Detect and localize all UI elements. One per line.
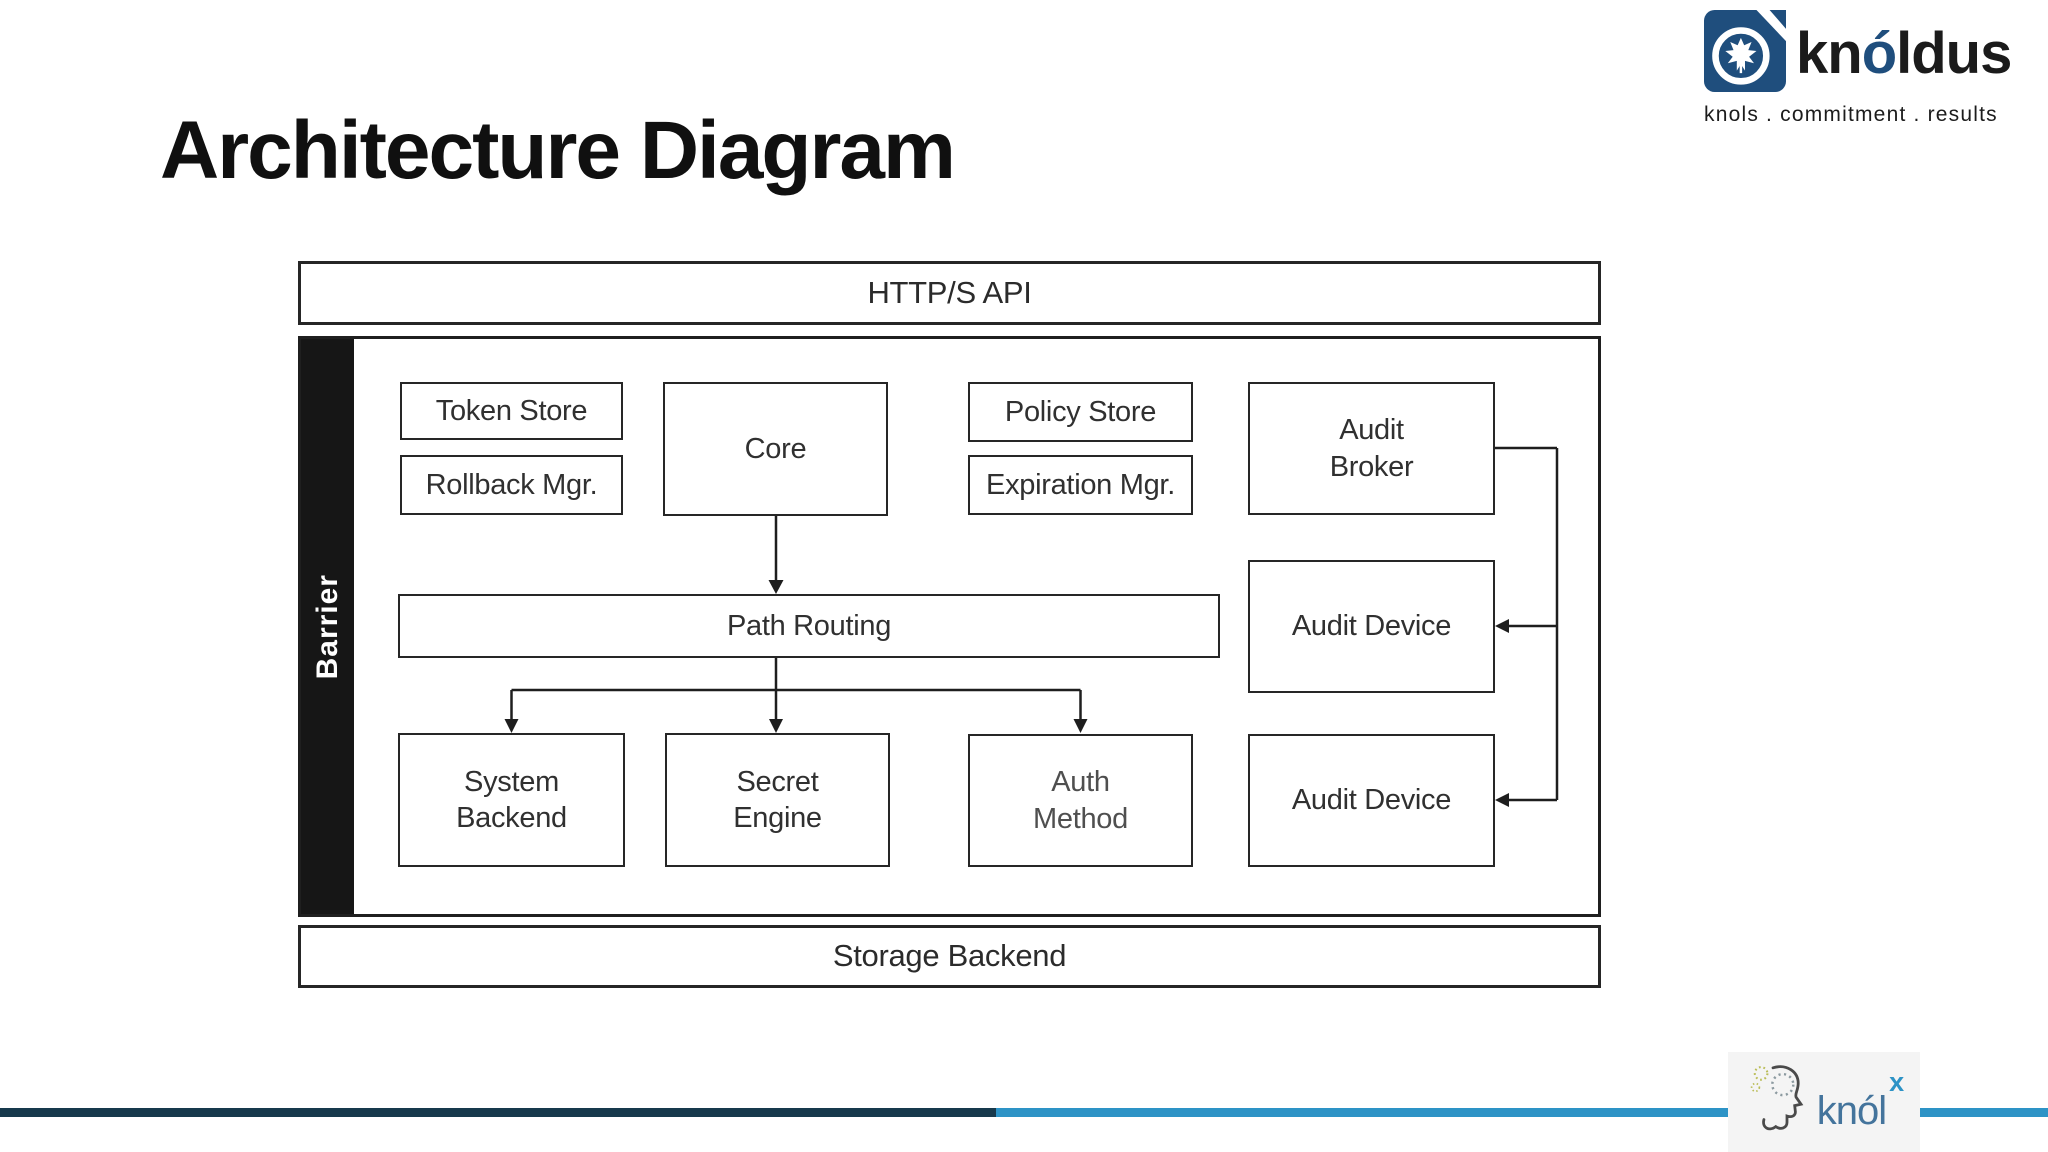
- node-auth-method: Auth Method: [968, 734, 1193, 867]
- node-audit-device-2: Audit Device: [1248, 734, 1495, 867]
- footer-rule-navy: [0, 1108, 996, 1117]
- knoldus-tagline: knols . commitment . results: [1704, 103, 1998, 126]
- knolx-head-icon: [1745, 1056, 1815, 1149]
- node-token-store: Token Store: [400, 382, 623, 440]
- knolx-logo: knól x: [1728, 1052, 1920, 1152]
- barrier-label: Barrier: [310, 573, 344, 680]
- node-secret-engine: Secret Engine: [665, 733, 890, 867]
- knoldus-wordmark: knóldus: [1796, 20, 2012, 86]
- footer-rule-blue: [996, 1108, 2048, 1117]
- node-rollback-mgr: Rollback Mgr.: [400, 455, 623, 515]
- node-system-backend: System Backend: [398, 733, 625, 867]
- node-path-routing: Path Routing: [398, 594, 1220, 658]
- node-storage-backend: Storage Backend: [298, 925, 1601, 988]
- node-http-api: HTTP/S API: [298, 261, 1601, 325]
- node-expiration-mgr: Expiration Mgr.: [968, 455, 1193, 515]
- knolx-superscript: x: [1889, 1066, 1905, 1097]
- architecture-diagram: HTTP/S API Barrier Token Store Rollback …: [298, 261, 1601, 988]
- node-audit-device-1: Audit Device: [1248, 560, 1495, 693]
- node-audit-broker: Audit Broker: [1248, 382, 1495, 515]
- barrier-bar: Barrier: [301, 339, 354, 914]
- node-core: Core: [663, 382, 888, 516]
- knoldus-maple-icon: [1704, 10, 1786, 97]
- knoldus-logo: knóldus knols . commitment . results: [1704, 10, 2040, 127]
- knolx-wordmark: knól: [1816, 1089, 1887, 1133]
- page-title: Architecture Diagram: [160, 105, 956, 196]
- node-policy-store: Policy Store: [968, 382, 1193, 442]
